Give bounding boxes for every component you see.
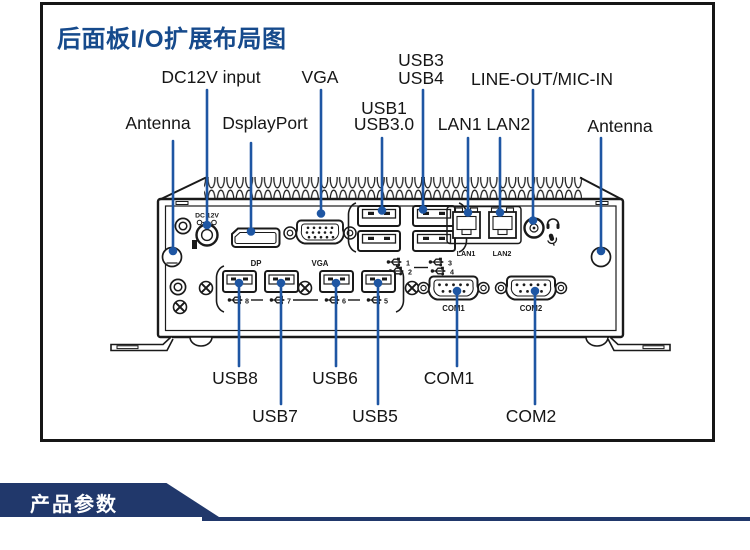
callout-dc12v-input: DC12V input bbox=[161, 67, 261, 87]
footer-title: 产品参数 bbox=[30, 494, 118, 516]
callout-displayport: DsplayPort bbox=[222, 113, 308, 133]
callout-usb8: USB8 bbox=[212, 368, 258, 388]
callout-usb7: USB7 bbox=[252, 406, 298, 426]
callout-usb4: USB4 bbox=[398, 68, 444, 88]
callout-usb30: USB3.0 bbox=[353, 114, 415, 134]
callout-lineout-micin: LINE-OUT/MIC-IN bbox=[471, 69, 613, 89]
callout-com2: COM2 bbox=[505, 406, 557, 426]
page-title: 后面板I/O扩展布局图 bbox=[57, 26, 287, 53]
io-diagram-panel: 后面板I/O扩展布局图 bbox=[40, 2, 715, 442]
callout-antenna-left: Antenna bbox=[125, 113, 191, 133]
callout-usb6: USB6 bbox=[312, 368, 358, 388]
callout-com1: COM1 bbox=[423, 368, 475, 388]
callout-usb1: USB1 bbox=[361, 98, 407, 118]
callout-lan1-lan2: LAN1 LAN2 bbox=[437, 114, 531, 134]
banner-underline bbox=[202, 517, 750, 521]
callout-antenna-right: Antenna bbox=[587, 116, 653, 136]
callout-vga: VGA bbox=[301, 67, 339, 87]
callout-usb5: USB5 bbox=[352, 406, 398, 426]
callout-usb3: USB3 bbox=[398, 50, 444, 70]
